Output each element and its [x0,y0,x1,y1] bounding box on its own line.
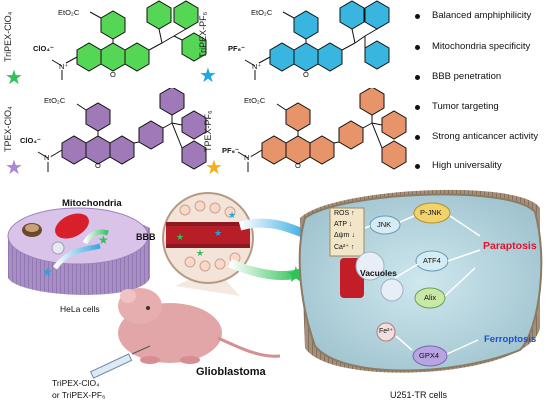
injection-label-line1: TriPEX-ClO₄ [52,378,100,388]
hela-label: HeLa cells [60,304,100,314]
stress-line-atp: ATP ↓ [334,221,353,228]
bullet-icon [415,75,420,80]
feature-item: BBB penetration [432,71,502,82]
molecule-4-nitrogen: N⁺ [244,153,254,162]
star-icon-purple: ★ [5,157,23,179]
molecule-2-nitrogen: N⁺ [252,62,262,71]
svg-text:★: ★ [228,210,236,220]
svg-text:★: ★ [176,232,184,242]
molecule-4-counterion: PF₆⁻ [222,146,239,155]
molecule-1-nitrogen: N⁺ [59,62,69,71]
u251-label: U251-TR cells [390,390,448,400]
mouse-illustration [118,288,281,364]
svg-text:★: ★ [196,248,204,258]
atf4-label: ATF4 [423,256,441,265]
molecule-2-oxygen: O [303,70,309,79]
feature-item: Strong anticancer activity [432,131,539,142]
molecule-2-label: TriPEX-PF₆ [198,11,208,58]
molecule-1-oxygen: O [110,70,116,79]
pathway-arrows [364,215,481,355]
molecule-1-structure [51,0,207,80]
star-icon-green: ★ [5,67,23,89]
hela-arrow-green [82,229,109,245]
molecule-4-label: TPEX-PF₆ [203,110,213,152]
bullet-icon [415,135,420,140]
injection-label-line2: or TriPEX-PF₆ [52,390,106,400]
molecule-2-ester: EtO₂C [251,8,273,17]
feature-item: Tumor targeting [432,101,499,112]
syringe-icon [89,345,151,379]
molecule-2-counterion: PF₆⁻ [228,44,245,53]
hela-arrow-blue [53,243,101,270]
molecule-4-ester: EtO₂C [244,96,266,105]
fe-node [376,322,396,342]
molecule-2-structure [244,0,390,80]
molecule-3-counterion: ClO₄⁻ [20,136,41,145]
molecule-3-label: TPEX-ClO₄ [3,106,13,152]
stress-line-mmp: Δψm ↓ [334,232,355,239]
bullet-icon [415,45,420,50]
vacuole-organelle [340,251,404,302]
svg-text:★: ★ [214,228,222,238]
pjnk-node [413,202,451,224]
molecule-3-oxygen: O [95,161,101,170]
pjnk-label: P-JNK [420,208,442,217]
arrow-green-to-tumor [228,258,302,281]
paraptosis-label: Paraptosis [483,240,537,252]
feature-item: High universality [432,160,502,171]
gpx4-label: GPX4 [419,351,440,360]
bullet-icon [415,164,420,169]
fe-label: Fe²⁺ [379,328,394,335]
stress-box [329,207,365,257]
jnk-node [369,215,401,235]
molecule-1-ester: EtO₂C [58,8,80,17]
bbb-magnifier: ★ ★ ★ ★ [162,192,254,296]
hela-cell [7,207,150,295]
feature-item: Balanced amphiphilicity [432,10,532,21]
bottom-illustration: ★ ★ ★ ★ ★ ★ ★ ★ [7,189,543,379]
bbb-label: BBB [136,232,156,242]
molecule-3-nitrogen: N⁺ [44,153,54,162]
molecule-4-structure [237,88,407,172]
molecule-1-counterion: ClO₄⁻ [33,44,54,53]
star-icon: ★ [98,233,109,247]
molecule-3-structure [37,88,207,172]
stress-line-ros: ROS ↑ [334,210,355,217]
stress-line-ca: Ca²⁺ ↑ [334,244,355,251]
mitochondria-label: Mitochondria [62,198,122,209]
molecule-4-oxygen: O [295,161,301,170]
molecule-1-label: TriPEX-ClO₄ [3,11,13,62]
star-icon: ★ [42,265,53,279]
gpx4-node [412,345,448,367]
ferroptosis-label: Ferroptosis [484,334,537,345]
bullet-icon [415,105,420,110]
molecule-3-ester: EtO₂C [44,96,66,105]
feature-item: Mitochondria specificity [432,41,531,52]
star-icon-blue: ★ [199,65,217,87]
bullet-icon [415,14,420,19]
vacuoles-label: Vacuoles [360,268,397,278]
alix-node [414,287,446,309]
alix-label: Alix [424,293,437,302]
glioblastoma-label: Glioblastoma [196,366,266,378]
star-icon-orange: ★ [205,157,223,179]
jnk-label: JNK [377,220,392,229]
